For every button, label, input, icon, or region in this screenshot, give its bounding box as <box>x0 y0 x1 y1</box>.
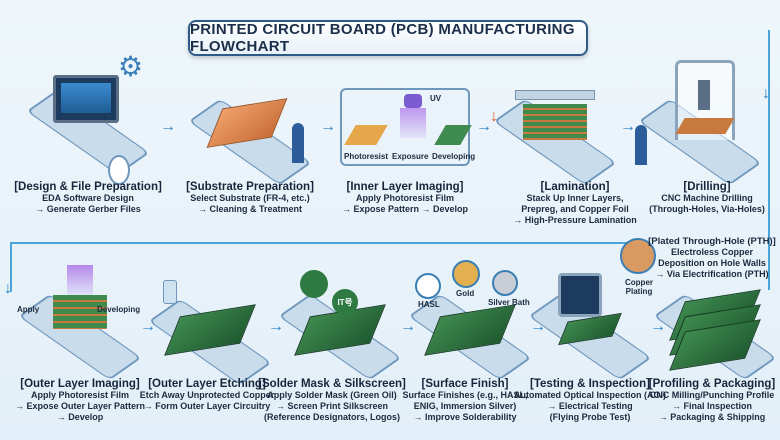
worker-icon <box>282 75 342 167</box>
arrow-right-icon: → <box>400 318 416 335</box>
page-title: PRINTED CIRCUIT BOARD (PCB) MANUFACTURIN… <box>188 20 588 56</box>
drilling-illustration <box>635 60 762 186</box>
testing-illustration <box>528 265 652 381</box>
bottle-icon <box>163 280 177 304</box>
flow-line <box>10 242 650 244</box>
step-outer-imaging: [Outer Layer Imaging]Apply Photoresist F… <box>14 378 146 422</box>
surface-finish-illustration: HASL Gold Silver Bath <box>408 260 532 381</box>
outer-imaging-illustration: Apply Developing <box>15 265 145 381</box>
aoi-machine-icon <box>558 273 602 317</box>
copper-plating-icon <box>620 238 656 274</box>
arrow-right-icon: → <box>140 318 156 335</box>
arrow-right-icon: → <box>620 118 636 135</box>
step-testing: [Testing & Inspection]Automated Optical … <box>513 378 667 422</box>
etching-illustration <box>148 270 272 386</box>
arrow-down-icon: ↓ <box>762 85 770 102</box>
flow-line <box>768 30 770 290</box>
arrow-right-icon: → <box>320 118 336 135</box>
arrow-down-icon: ↓ <box>490 108 498 125</box>
arrow-right-icon: → <box>160 118 176 135</box>
solder-mask-illustration: IT号 <box>278 265 402 381</box>
arrow-right-icon: → <box>268 318 284 335</box>
gear-icon: ⚙ <box>118 51 144 82</box>
step-lamination: [Lamination]Stack Up Inner Layers,Prepre… <box>513 181 637 225</box>
step-substrate: [Substrate Preparation]Select Substrate … <box>186 181 314 214</box>
arrow-right-icon: → <box>476 118 492 135</box>
step-design: [Design & File Preparation]EDA Software … <box>14 181 162 214</box>
flow-line <box>10 242 12 292</box>
step-solder-mask: [Solder Mask & Silkscreen]Apply Solder M… <box>258 378 406 422</box>
step-profiling: [Profiling & Packaging]CNC Milling/Punch… <box>648 378 776 422</box>
step-surface-finish: [Surface Finish]Surface Finishes (e.g., … <box>402 378 528 422</box>
lamination-illustration: ↓ <box>490 80 617 186</box>
design-illustration: ⚙ <box>23 51 153 185</box>
arrow-right-icon: → <box>650 318 666 335</box>
mouse-icon <box>108 155 130 185</box>
step-pth: [Plated Through-Hole (PTH)]Electroless C… <box>648 236 776 279</box>
packaging-illustration <box>653 265 777 381</box>
worker-icon <box>635 125 647 165</box>
step-inner-imaging: [Inner Layer Imaging]Apply Photoresist F… <box>341 181 469 214</box>
monitor-icon <box>53 75 119 123</box>
inner-imaging-panel: UV Photoresist Exposure Developing <box>340 88 475 166</box>
step-outer-etching: [Outer Layer Etching]Etch Away Unprotect… <box>139 378 275 411</box>
arrow-right-icon: → <box>530 318 546 335</box>
shower-icon <box>415 273 441 299</box>
step-drilling: [Drilling]CNC Machine Drilling(Through-H… <box>649 181 765 214</box>
arrow-down-icon: ↓ <box>4 280 12 297</box>
